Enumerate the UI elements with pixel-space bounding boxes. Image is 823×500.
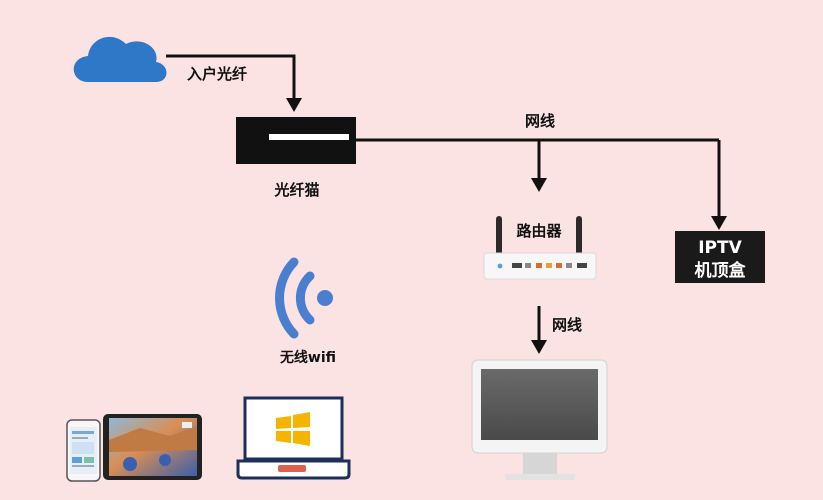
cloud-icon: [73, 36, 167, 82]
windows-logo-icon: [276, 412, 310, 446]
wifi-label: 无线wifi: [279, 349, 336, 366]
laptop-icon: [236, 396, 351, 480]
fiber-label: 入户光纤: [187, 65, 247, 83]
modem-icon: [236, 117, 356, 164]
cable-connector-bottom: [531, 306, 547, 354]
cable-label-top: 网线: [525, 112, 555, 130]
iptv-label-line2: 机顶盒: [695, 260, 747, 281]
tablet-icon: [103, 414, 202, 480]
monitor-icon: [471, 359, 608, 480]
cable-connector-top: [356, 138, 727, 230]
phone-icon: [66, 419, 101, 482]
router-label: 路由器: [516, 222, 562, 240]
modem-label: 光纤猫: [273, 181, 319, 199]
wifi-icon: [275, 257, 333, 339]
router-icon: [483, 216, 597, 280]
set-top-box-icon: [675, 231, 765, 283]
iptv-label-line1: IPTV: [698, 238, 742, 258]
fiber-connector: [166, 54, 302, 112]
cable-label-bottom: 网线: [552, 316, 582, 334]
